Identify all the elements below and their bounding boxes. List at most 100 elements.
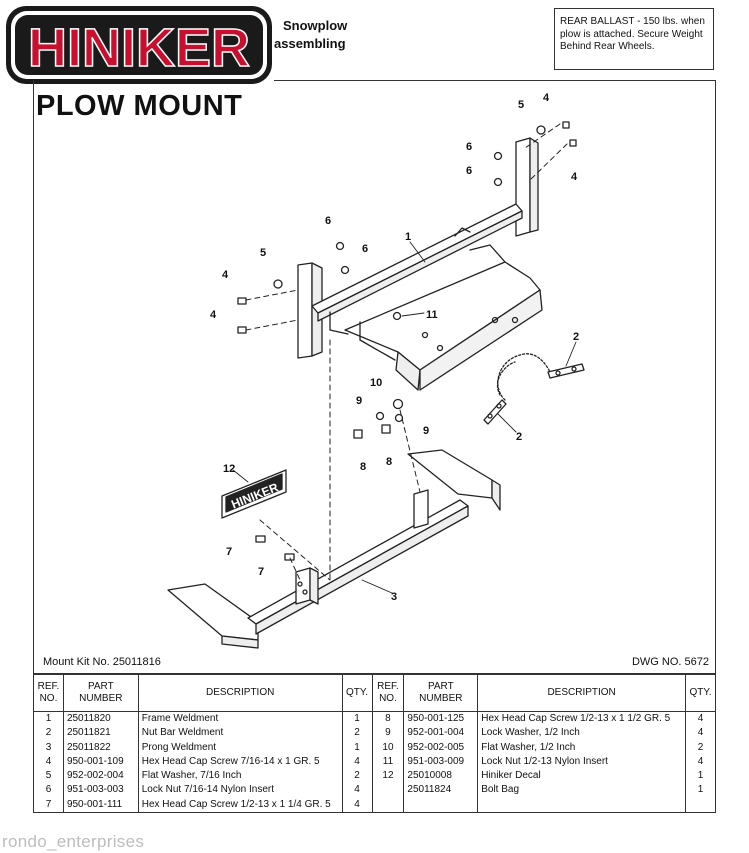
table-cell: 2 (685, 740, 716, 755)
parts-table: REF. NO. PART NUMBER DESCRIPTION QTY. RE… (33, 674, 716, 814)
callout-6d: 6 (362, 243, 368, 255)
table-cell: 4 (33, 754, 64, 770)
table-cell: 7 (33, 797, 64, 814)
table-cell: 4 (685, 754, 716, 770)
table-cell: 8 (371, 711, 405, 727)
table-cell (477, 797, 686, 814)
table-cell: 3 (33, 740, 64, 755)
table-cell: 950-001-109 (62, 754, 139, 770)
table-cell: 951-003-009 (403, 754, 479, 770)
callout-12: 12 (223, 463, 235, 475)
drawing-frame-top (274, 80, 716, 81)
table-cell: 950-001-111 (62, 797, 139, 814)
table-cell: Hex Head Cap Screw 1/2-13 x 1 1/4 GR. 5 (137, 797, 343, 814)
table-cell: 2 (33, 726, 64, 741)
title-line-1: Snowplow (283, 18, 348, 33)
callout-5a: 5 (518, 99, 524, 111)
table-cell: 4 (341, 797, 373, 814)
table-cell: Lock Washer, 1/2 Inch (477, 726, 686, 741)
frame-weldment (297, 137, 543, 391)
drawing-frame (33, 80, 716, 674)
exploded-drawing: HINIKER 1 2 2 3 4 (167, 92, 585, 649)
prong-weldment (167, 449, 501, 649)
table-header-row: REF. NO. PART NUMBER DESCRIPTION QTY. RE… (33, 674, 716, 712)
table-cell: Flat Washer, 1/2 Inch (477, 740, 686, 755)
table-cell: 952-002-005 (403, 740, 479, 755)
col-header: REF. NO. (371, 674, 405, 712)
col-header: PART NUMBER (403, 674, 479, 712)
col-header: DESCRIPTION (137, 674, 343, 712)
table-cell: 1 (685, 769, 716, 784)
watermark: rondo_enterprises (2, 832, 145, 851)
table-cell (403, 797, 479, 814)
table-cell: Hiniker Decal (477, 769, 686, 784)
table-cell: Prong Weldment (137, 740, 343, 755)
hiniker-decal: HINIKER (221, 469, 287, 519)
table-cell (371, 797, 405, 814)
table-cell: 952-001-004 (403, 726, 479, 741)
table-cell: 10 (371, 740, 405, 755)
callout-6b: 6 (466, 165, 472, 177)
table-cell: 4 (341, 783, 373, 798)
callout-7a: 7 (226, 546, 232, 558)
mount-kit-number: Mount Kit No. 25011816 (43, 656, 161, 668)
col-header: QTY. (685, 674, 716, 712)
title-line-2: assembling (274, 36, 346, 51)
table-cell: 1 (33, 711, 64, 727)
table-cell: 25011820 (62, 711, 139, 727)
callout-3: 3 (391, 591, 397, 603)
table-cell: Lock Nut 7/16-14 Nylon Insert (137, 783, 343, 798)
callout-7b: 7 (258, 566, 264, 578)
logo-text: HINIKER (28, 18, 250, 78)
table-cell: Lock Nut 1/2-13 Nylon Insert (477, 754, 686, 770)
table-cell: 11 (371, 754, 405, 770)
callout-11: 11 (426, 309, 438, 321)
drawing-number: DWG NO. 5672 (631, 656, 709, 668)
callout-4c: 4 (222, 269, 229, 281)
callout-5b: 5 (260, 247, 266, 259)
table-cell: 1 (341, 711, 373, 727)
callout-9a: 9 (356, 395, 362, 407)
callout-9b: 9 (423, 425, 429, 437)
rear-ballast-note: REAR BALLAST - 150 lbs. when plow is att… (554, 8, 714, 70)
table-cell: 951-003-003 (62, 783, 139, 798)
table-cell: 4 (685, 726, 716, 741)
table-cell: 9 (371, 726, 405, 741)
table-cell: 952-002-004 (62, 769, 139, 784)
callout-numbers: 1 2 2 3 4 4 4 4 5 5 6 6 6 6 7 7 8 8 9 9 … (210, 92, 579, 603)
table-cell: Flat Washer, 7/16 Inch (137, 769, 343, 784)
table-cell: 25011821 (62, 726, 139, 741)
plow-mount-heading: PLOW MOUNT (36, 90, 243, 122)
table-cell: Frame Weldment (137, 711, 343, 727)
table-cell: Bolt Bag (477, 783, 686, 798)
table-cell: 4 (685, 711, 716, 727)
callout-6c: 6 (325, 215, 331, 227)
callout-8a: 8 (360, 461, 366, 473)
table-cell: 2 (341, 769, 373, 784)
callout-10: 10 (370, 377, 382, 389)
table-cell: 5 (33, 769, 64, 784)
callout-2b: 2 (516, 431, 522, 443)
table-cell: Nut Bar Weldment (137, 726, 343, 741)
col-header: DESCRIPTION (477, 674, 686, 712)
callout-4a: 4 (543, 92, 550, 104)
table-cell (371, 783, 405, 798)
table-cell: Hex Head Cap Screw 1/2-13 x 1 1/2 GR. 5 (477, 711, 686, 727)
col-header: PART NUMBER (62, 674, 139, 712)
table-cell: 950-001-125 (403, 711, 479, 727)
col-header: QTY. (341, 674, 373, 712)
hardware (237, 121, 577, 561)
table-cell: 2 (341, 726, 373, 741)
table-cell: 25011822 (62, 740, 139, 755)
callout-8b: 8 (386, 456, 392, 468)
table-cell: 12 (371, 769, 405, 784)
alignment-lines (245, 123, 568, 581)
table-cell: 1 (685, 783, 716, 798)
